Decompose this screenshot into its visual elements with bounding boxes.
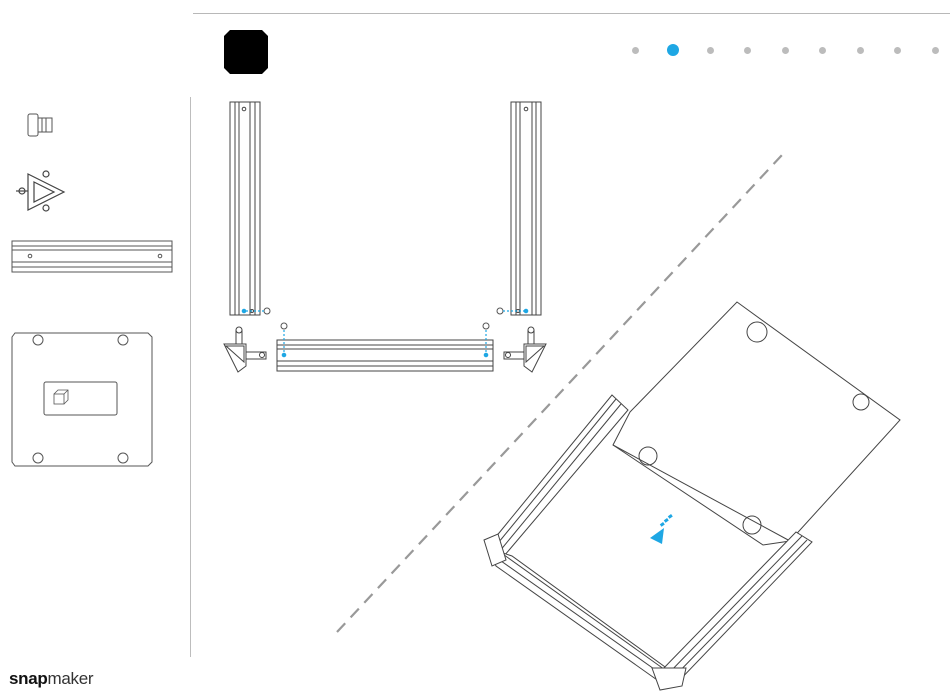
progress-dot-9[interactable]	[932, 47, 939, 54]
step-badge-icon	[224, 30, 268, 74]
screw-icon	[28, 114, 52, 136]
progress-dot-4[interactable]	[744, 47, 751, 54]
header-divider	[193, 13, 950, 14]
base-plate-icon	[12, 333, 152, 466]
parts-divider	[190, 97, 191, 657]
step-progress	[620, 43, 950, 59]
isometric-assembly	[484, 302, 900, 690]
progress-dot-8[interactable]	[894, 47, 901, 54]
progress-dot-2[interactable]	[667, 44, 679, 56]
progress-dot-3[interactable]	[707, 47, 714, 54]
progress-dot-1[interactable]	[632, 47, 639, 54]
right-corner-bracket	[504, 327, 546, 372]
bottom-horizontal-profile	[277, 340, 493, 371]
left-vertical-profile	[230, 102, 260, 315]
brand-logo: snapmaker	[9, 667, 93, 691]
parts-list	[0, 100, 190, 480]
push-arrow-icon	[650, 514, 673, 544]
left-screw	[264, 308, 270, 314]
triangle-bracket-icon	[16, 171, 64, 211]
progress-dot-6[interactable]	[819, 47, 826, 54]
right-screw	[497, 308, 503, 314]
left-corner-bracket	[224, 327, 266, 372]
right-vertical-profile	[511, 102, 541, 315]
progress-dot-5[interactable]	[782, 47, 789, 54]
profile-rail-icon	[12, 241, 172, 272]
assembly-diagram	[195, 95, 950, 696]
progress-dot-7[interactable]	[857, 47, 864, 54]
